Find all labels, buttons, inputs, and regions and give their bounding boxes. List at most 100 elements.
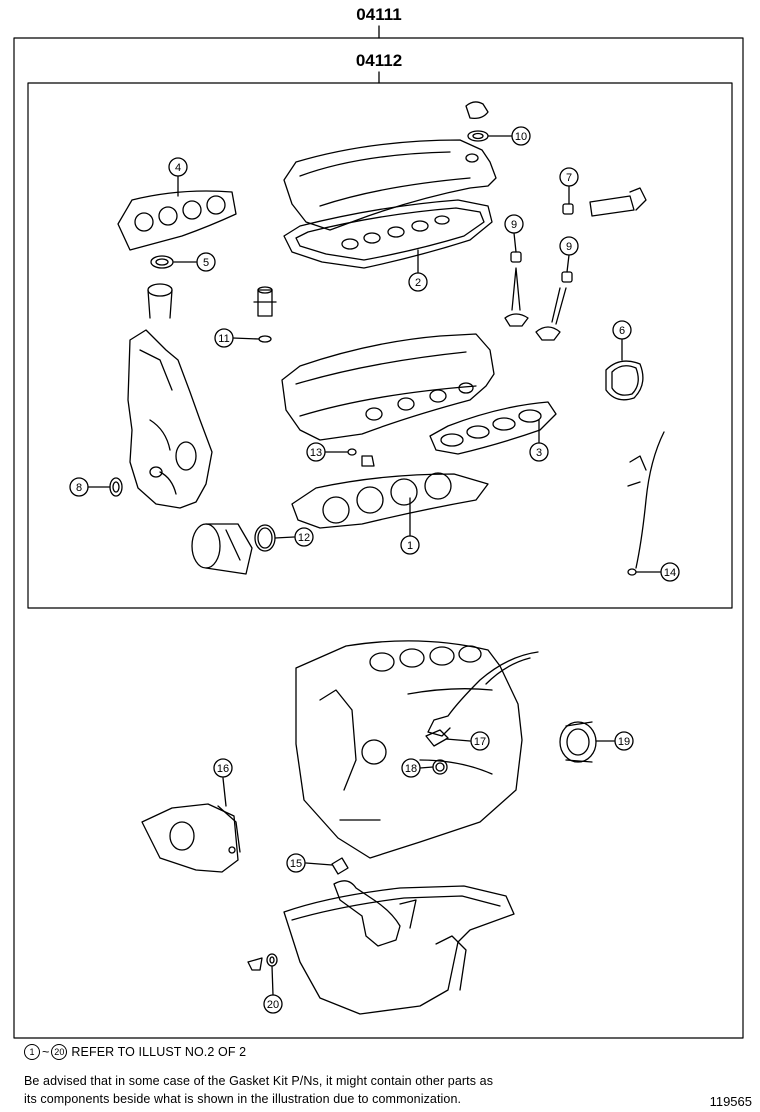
callout-10: 10 <box>511 126 531 146</box>
callout-number: 4 <box>175 162 181 174</box>
callout-9: 9 <box>504 214 524 234</box>
callout-2: 2 <box>408 272 428 292</box>
cylinder-head-gasket <box>291 472 489 529</box>
figure-number: 119565 <box>709 1094 752 1109</box>
ref-text: REFER TO ILLUST NO.2 OF 2 <box>71 1045 247 1059</box>
small-gasket-13 <box>347 448 375 467</box>
callout-19: 19 <box>614 731 634 751</box>
reference-note: 1 ~ 20 REFER TO ILLUST NO.2 OF 2 <box>24 1044 246 1060</box>
oil-pump-housing <box>191 523 253 575</box>
callout-number: 18 <box>405 763 417 775</box>
callout-circle <box>286 853 306 873</box>
oil-strainer <box>333 880 417 947</box>
callout-circle <box>504 214 524 234</box>
callout-circle <box>263 994 283 1014</box>
rear-oil-seal <box>559 721 597 763</box>
inner-kit-box <box>27 82 733 609</box>
dipstick-guide <box>427 651 539 737</box>
callout-number: 15 <box>290 858 302 870</box>
callout-circle <box>401 758 421 778</box>
callout-number: 10 <box>515 131 527 143</box>
callout-7: 7 <box>559 167 579 187</box>
callout-number: 17 <box>474 736 486 748</box>
advice-line-2: its components beside what is shown in t… <box>24 1092 462 1106</box>
callout-13: 13 <box>306 442 326 462</box>
head-cover-gasket <box>283 199 493 269</box>
cylinder-block <box>295 640 523 859</box>
gasket-ring-5 <box>150 255 174 269</box>
callout-number: 16 <box>217 763 229 775</box>
seal-18 <box>432 759 448 775</box>
fuel-injector <box>562 187 647 217</box>
callout-number: 1 <box>407 540 413 552</box>
callout-number: 14 <box>664 567 676 579</box>
callout-16: 16 <box>213 758 233 778</box>
o-ring-12 <box>254 524 276 552</box>
gasket-15 <box>331 857 349 875</box>
callout-circle <box>470 731 490 751</box>
callout-circle <box>614 731 634 751</box>
callout-number: 9 <box>566 241 572 253</box>
oil-level-gauge <box>627 431 665 576</box>
callout-5: 5 <box>196 252 216 272</box>
callout-number: 20 <box>267 999 279 1011</box>
callout-number: 5 <box>203 257 209 269</box>
callout-circle <box>660 562 680 582</box>
callout-circle <box>529 442 549 462</box>
callout-circle <box>408 272 428 292</box>
callout-number: 6 <box>619 325 625 337</box>
callout-number: 13 <box>310 447 322 459</box>
callout-circle <box>559 236 579 256</box>
sensor-plug <box>253 286 277 343</box>
callout-14: 14 <box>660 562 680 582</box>
ref-tilde: ~ <box>42 1045 50 1059</box>
callout-9: 9 <box>559 236 579 256</box>
callout-6: 6 <box>612 320 632 340</box>
callout-number: 19 <box>618 736 630 748</box>
callout-circle <box>612 320 632 340</box>
callout-number: 11 <box>218 333 229 345</box>
valve-stem-seal-left <box>504 251 529 327</box>
callout-11: 11 <box>214 328 234 348</box>
callout-circle <box>306 442 326 462</box>
exhaust-manifold-gasket <box>117 190 237 251</box>
callout-number: 3 <box>536 447 542 459</box>
callout-15: 15 <box>286 853 306 873</box>
callout-circle <box>400 535 420 555</box>
oil-pan <box>283 885 515 1015</box>
outer-kit-code: 04111 <box>356 5 401 24</box>
intake-manifold-gasket <box>429 401 557 455</box>
gasket-17 <box>425 729 449 747</box>
callout-circle <box>69 477 89 497</box>
callout-17: 17 <box>470 731 490 751</box>
callout-number: 8 <box>76 482 82 494</box>
callout-20: 20 <box>263 994 283 1014</box>
pipe-stub <box>147 283 173 319</box>
outer-kit-box <box>13 37 744 1039</box>
ref-from-marker: 1 <box>24 1044 40 1060</box>
callout-circle <box>511 126 531 146</box>
advice-line-1: Be advised that in some case of the Gask… <box>24 1074 494 1088</box>
callout-number: 2 <box>415 277 421 289</box>
callout-circle <box>214 328 234 348</box>
exploded-parts-diagram: 04111 04112 1234567899101112131415161718… <box>13 5 744 1039</box>
callout-number: 9 <box>511 219 517 231</box>
callout-1: 1 <box>400 535 420 555</box>
callout-circle <box>294 527 314 547</box>
water-outlet-gasket <box>605 360 644 401</box>
callout-3: 3 <box>529 442 549 462</box>
inner-kit-code: 04112 <box>356 51 402 70</box>
cylinder-head-cover <box>283 139 497 231</box>
callout-number: 7 <box>566 172 572 184</box>
oil-filler-cap <box>465 101 489 142</box>
front-oil-seal <box>109 477 123 497</box>
callout-circle <box>213 758 233 778</box>
callout-8: 8 <box>69 477 89 497</box>
valve-stem-seal-right <box>535 271 573 341</box>
callout-circle <box>196 252 216 272</box>
oil-seal-retainer <box>141 803 241 873</box>
callout-12: 12 <box>294 527 314 547</box>
ref-to-marker: 20 <box>51 1044 68 1060</box>
callout-18: 18 <box>401 758 421 778</box>
